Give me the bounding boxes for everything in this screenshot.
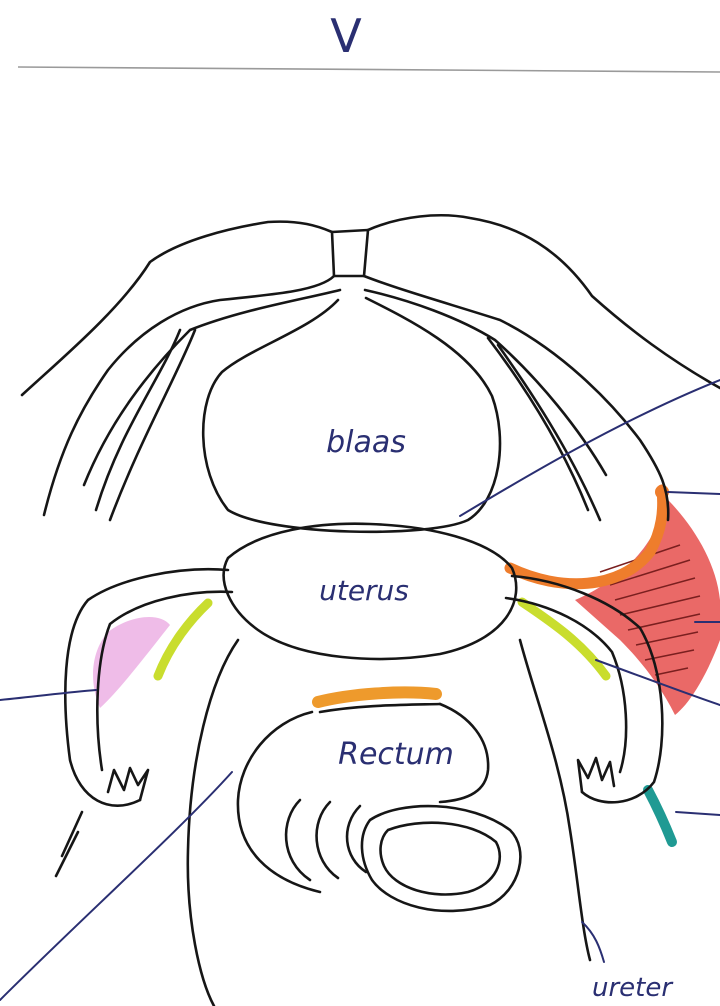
rectum-label: Rectum xyxy=(338,737,454,772)
uterus-label: uterus xyxy=(319,574,409,607)
orange-band-rectum xyxy=(318,692,436,702)
leader-ovary-left xyxy=(0,690,96,700)
pink-ovary-region xyxy=(93,617,170,708)
bladder-label: blaas xyxy=(326,425,406,460)
leader-teal xyxy=(676,812,720,815)
round-ligaments xyxy=(84,290,606,520)
leader-orange-dot xyxy=(668,492,720,494)
bladder-outline xyxy=(203,298,500,532)
pelvic-wall-strokes xyxy=(56,812,82,876)
peritoneal-outline xyxy=(22,215,720,520)
ureter-label: ureter xyxy=(592,973,674,1003)
heading-rule xyxy=(18,67,720,72)
broad-ligament-red-region xyxy=(575,492,720,715)
page-heading: V xyxy=(330,9,362,63)
teal-ureter-segment xyxy=(648,790,672,842)
yellow-ligament-left xyxy=(158,603,208,676)
